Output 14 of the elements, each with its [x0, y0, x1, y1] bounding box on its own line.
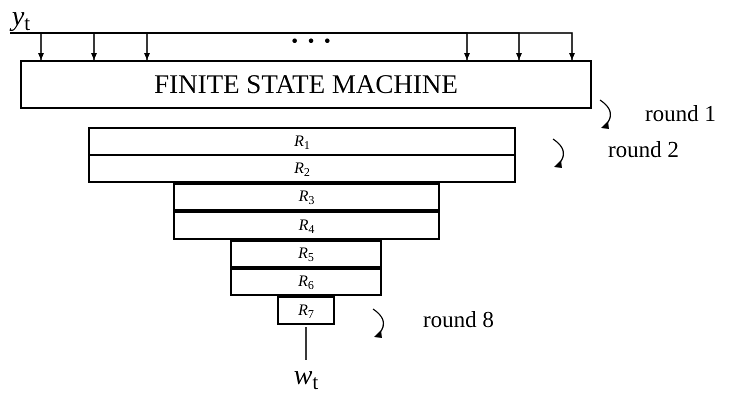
- register-box: R$_{5}$: [230, 240, 382, 268]
- register-box: R$_{7}$: [277, 296, 335, 325]
- register-box: R$_{1}$: [88, 127, 516, 156]
- signal-label: w$_{t}$: [288, 360, 324, 392]
- register-box: R$_{6}$: [230, 268, 382, 296]
- state-machine-box: FINITE STATE MACHINE: [20, 60, 592, 109]
- signal-label: y$_{t}$: [4, 0, 38, 33]
- register-box: R$_{4}$: [173, 211, 440, 240]
- round-label: round 1: [645, 102, 716, 125]
- round-label: round 8: [423, 308, 494, 331]
- register-box: R$_{3}$: [173, 183, 440, 211]
- round-label: round 2: [608, 138, 679, 161]
- ellipsis: · · ·: [290, 28, 332, 56]
- register-box: R$_{2}$: [88, 154, 516, 183]
